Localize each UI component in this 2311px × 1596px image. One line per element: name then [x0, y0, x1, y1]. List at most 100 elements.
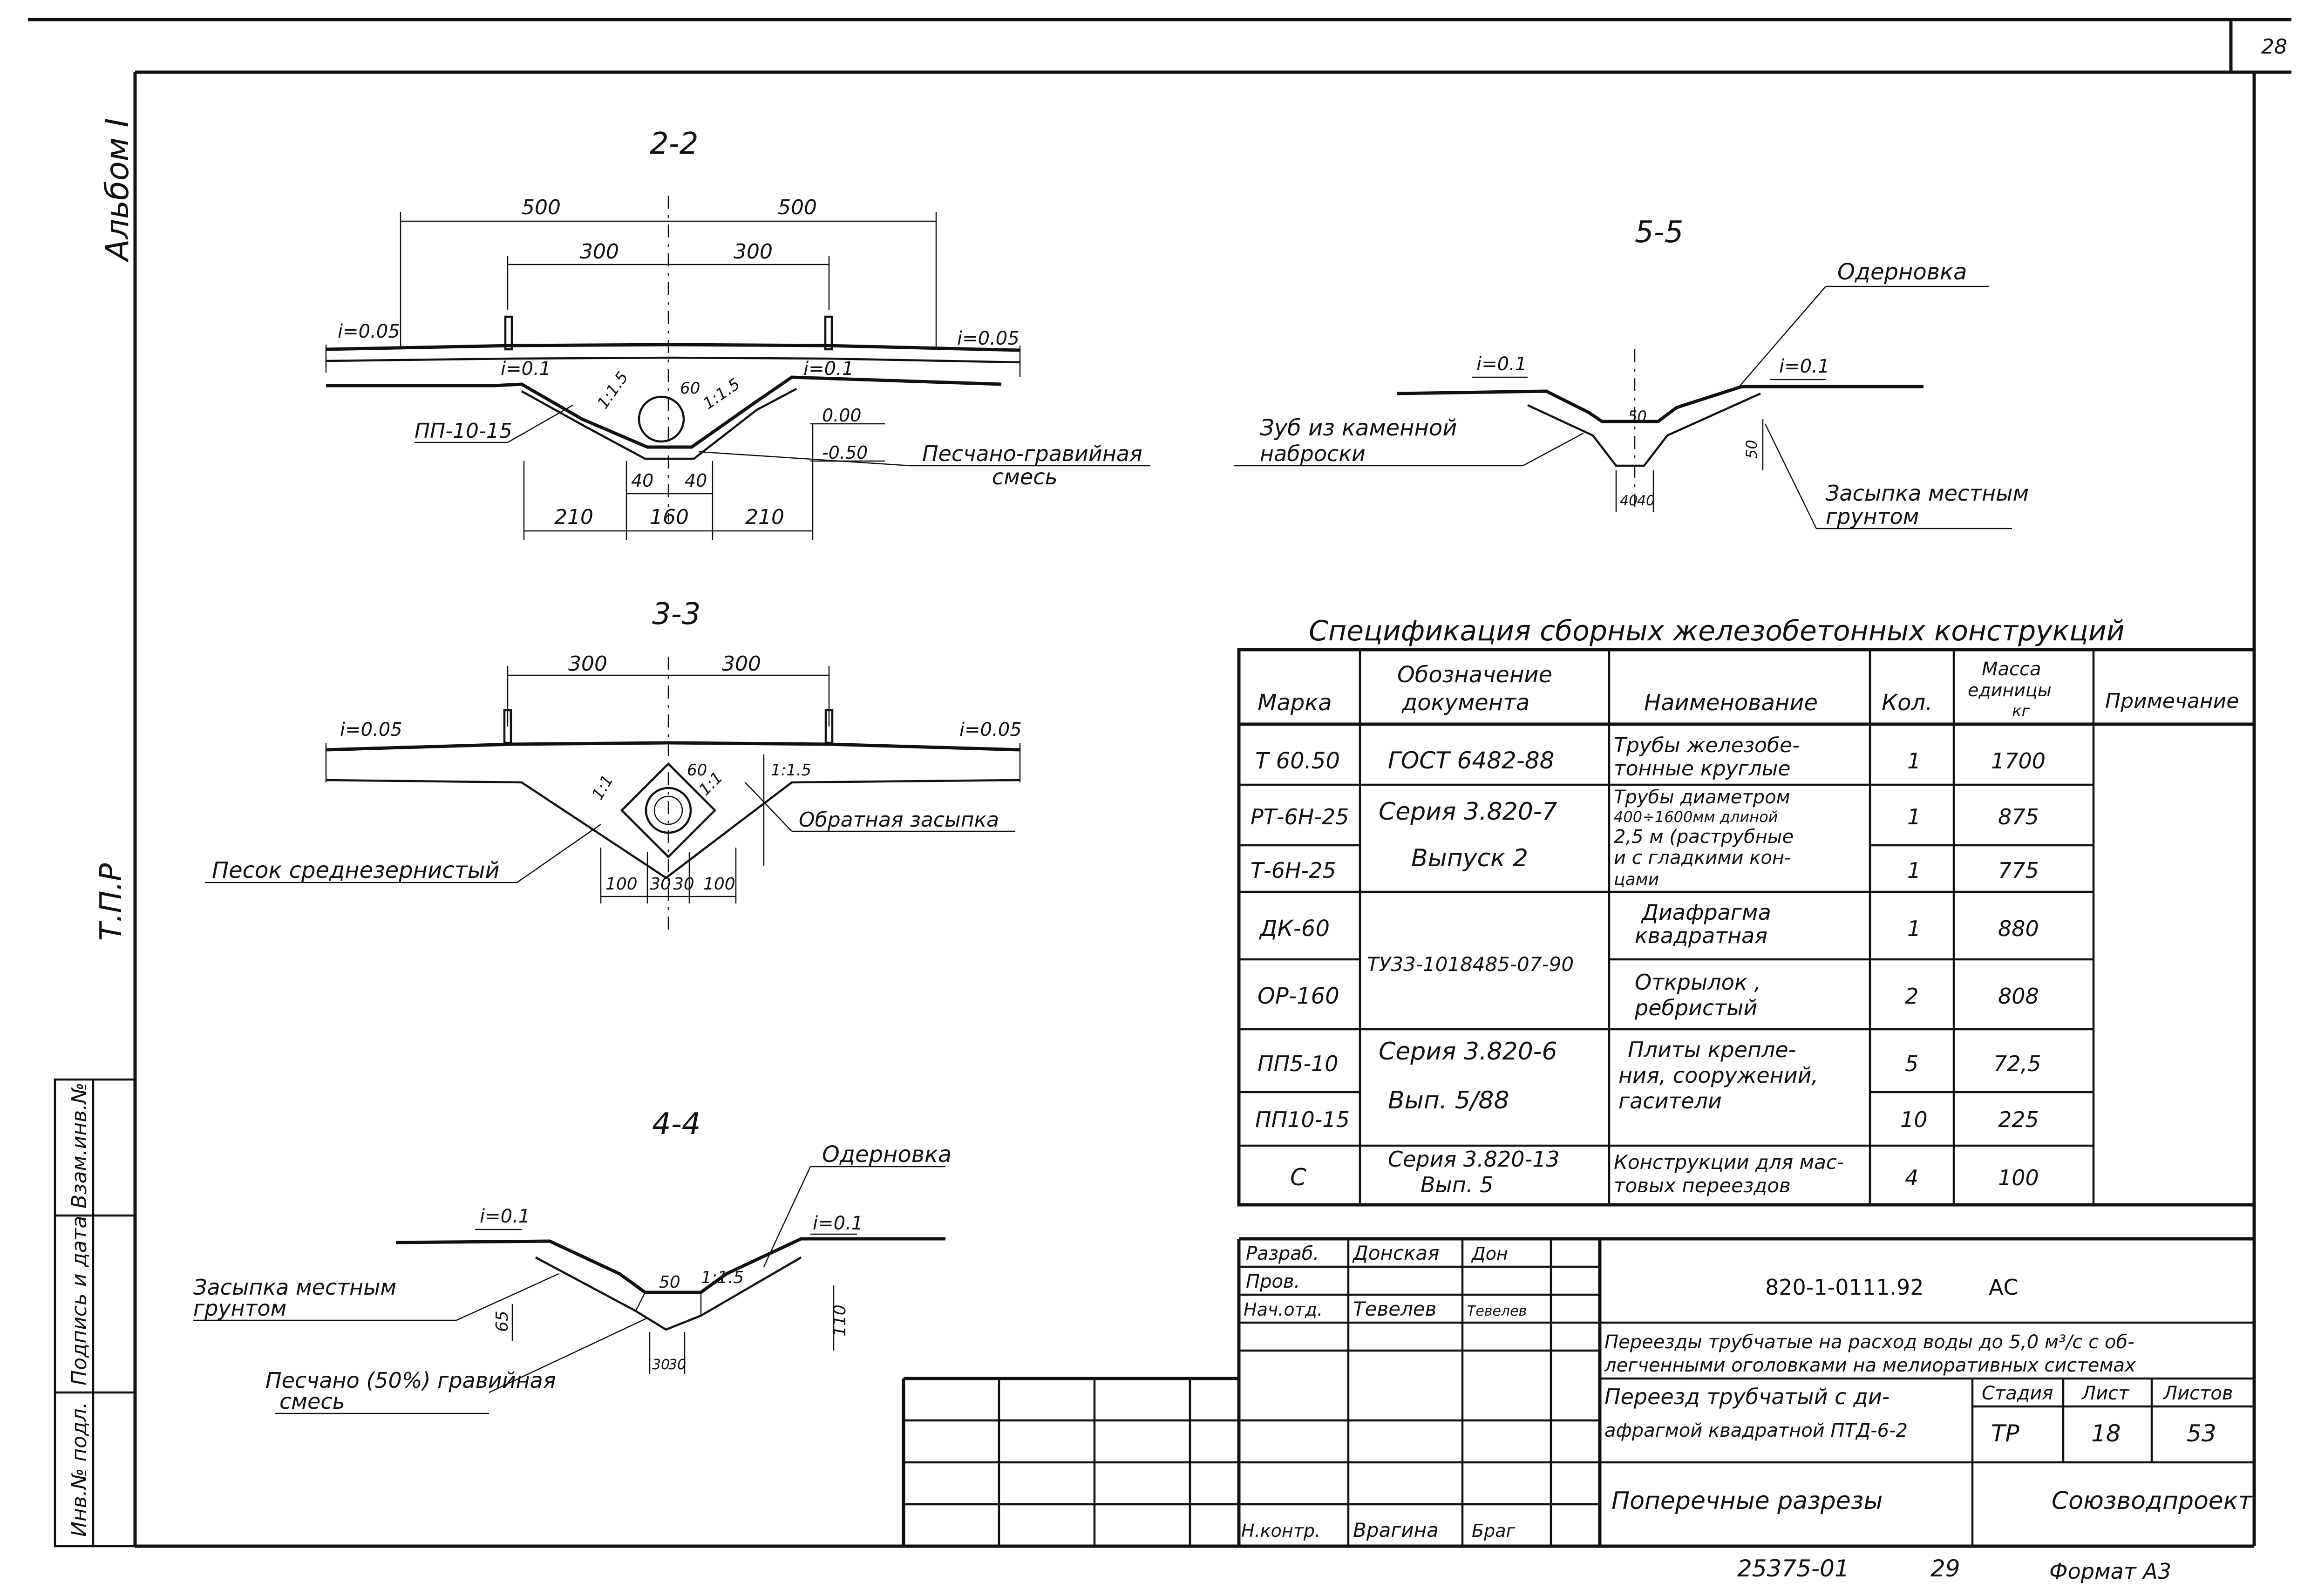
- sheet-title-2: афрагмой квадратной ПТД-6-2: [1604, 1420, 1908, 1441]
- name-5a: Плиты крепле-: [1628, 1037, 1796, 1062]
- footer-inventory: 25375-01: [1737, 1555, 1849, 1582]
- dim-300-right: 300: [734, 240, 773, 264]
- title-block: [902, 1237, 2254, 1546]
- project-title-1: Переезды трубчатые на расход воды до 5,0…: [1604, 1331, 2134, 1353]
- name-2c: 2,5 м (раструбные: [1614, 826, 1794, 848]
- row-3-mark: Т-6Н-25: [1251, 858, 1336, 883]
- name-developer: Донская: [1352, 1242, 1439, 1264]
- name-4b: ребристый: [1634, 995, 1757, 1020]
- section-3-3: 3-3 300 300 i=0.05 i=0.05 1:1 1:1 1:1.5 …: [205, 597, 1022, 931]
- spec-title: Спецификация сборных железобетонных конс…: [1309, 615, 2125, 647]
- sheet-number: 28: [2261, 35, 2287, 59]
- dim-50-side: 50: [1743, 440, 1760, 459]
- row-1-mark: Т 60.50: [1255, 748, 1340, 774]
- side-slope-right: 1:1.5: [700, 375, 743, 414]
- row-4-qty: 1: [1907, 916, 1921, 941]
- doc-5b: Вып. 5: [1421, 1172, 1493, 1197]
- sheet-title-1: Переезд трубчатый с ди-: [1604, 1384, 1890, 1409]
- section-2-2: 2-2 500 500 300 300 i=0.05 i=0.05 i=0.1 …: [325, 127, 1150, 540]
- sheet-frame: [28, 18, 2291, 1548]
- section-4-4: 4-4 i=0.1 i=0.1 1:1.5 50 65 110 30 30 Од…: [193, 1107, 952, 1414]
- side-slope: 1:1.5: [701, 1268, 744, 1287]
- slope-left: i=0.1: [480, 1206, 530, 1227]
- header-mass-1: Масса: [1982, 659, 2041, 680]
- side-stamp: [54, 1078, 136, 1548]
- side-stamp-replace: Взам.инв.№: [68, 1082, 91, 1209]
- row-8-mass: 100: [1998, 1165, 2039, 1190]
- name-2a: Трубы диаметром: [1614, 787, 1790, 808]
- name-3b: квадратная: [1635, 923, 1767, 948]
- row-2-qty: 1: [1907, 804, 1921, 829]
- role-dept-head: Нач.отд.: [1244, 1299, 1323, 1320]
- row-6-mark: ПП5-10: [1257, 1051, 1339, 1076]
- dim-40-right: 40: [685, 470, 707, 491]
- side-slope-left: 1:1: [588, 772, 617, 803]
- signature-developer: Дон: [1471, 1243, 1508, 1264]
- dim-100-right: 100: [703, 875, 735, 894]
- slope-inner-left: i=0.1: [501, 358, 551, 380]
- slope-right: i=0.1: [1779, 356, 1829, 377]
- name-6b: товых переездов: [1614, 1174, 1791, 1197]
- row-5-qty: 2: [1905, 984, 1918, 1009]
- doc-5a: Серия 3.820-13: [1388, 1147, 1560, 1172]
- dim-65: 65: [493, 1311, 512, 1332]
- row-8-qty: 4: [1905, 1165, 1918, 1190]
- label-sod: Одерновка: [822, 1141, 952, 1168]
- label-fill-1: Засыпка местным: [193, 1275, 396, 1300]
- dim-50: 50: [659, 1273, 680, 1292]
- doc-1: ГОСТ 6482-88: [1388, 747, 1554, 774]
- header-qty: Кол.: [1882, 690, 1932, 716]
- dim-100-left: 100: [605, 875, 638, 894]
- header-mass-2: единицы: [1968, 680, 2052, 700]
- row-7-mark: ПП10-15: [1255, 1107, 1350, 1132]
- name-5c: гасители: [1618, 1088, 1722, 1114]
- side-slope-left: 1:1.5: [594, 368, 632, 412]
- header-doc-1: Обозначение: [1397, 662, 1552, 688]
- header-note: Примечание: [2105, 689, 2239, 713]
- dim-30-left: 30: [650, 875, 671, 894]
- label-backfill: Обратная засыпка: [799, 808, 999, 832]
- project-title-2: легченными оголовками на мелиоративных с…: [1604, 1355, 2136, 1376]
- slope-left: i=0.05: [338, 321, 400, 342]
- footer-format: Формат А3: [2049, 1559, 2171, 1584]
- dim-210-right: 210: [745, 505, 784, 529]
- drawing-title: Поперечные разрезы: [1611, 1487, 1883, 1515]
- section-title: 3-3: [652, 597, 701, 632]
- name-norm-control: Врагина: [1353, 1519, 1439, 1542]
- label-tooth-2: наброски: [1260, 441, 1366, 466]
- label-sod: Одерновка: [1837, 259, 1967, 285]
- row-3-mass: 775: [1998, 858, 2039, 883]
- dim-30-right: 30: [673, 875, 694, 894]
- dim-30-left: 30: [652, 1357, 670, 1373]
- sheet-label: Лист: [2081, 1383, 2130, 1404]
- section-title: 2-2: [650, 127, 699, 161]
- row-3-qty: 1: [1907, 858, 1921, 883]
- sheets-label: Листов: [2162, 1383, 2233, 1404]
- stage-value: ТР: [1991, 1420, 2020, 1447]
- stage-label: Стадия: [1982, 1383, 2053, 1404]
- label-plate: ПП-10-15: [415, 419, 512, 443]
- elevation-top: 0.00: [822, 405, 862, 426]
- dim-30-right: 30: [668, 1357, 686, 1373]
- dim-160: 160: [650, 505, 689, 529]
- slope-right: i=0.05: [959, 719, 1022, 740]
- label-mix-2: смесь: [279, 1389, 345, 1414]
- dim-40-left: 40: [631, 470, 653, 491]
- row-5-mass: 808: [1998, 984, 2039, 1009]
- album-label: Альбом I: [99, 118, 136, 263]
- dim-300-left: 300: [580, 240, 619, 264]
- row-6-mass: 72,5: [1993, 1051, 2041, 1076]
- row-2-mark: РТ-6Н-25: [1251, 804, 1349, 829]
- name-2e: цами: [1614, 870, 1659, 889]
- role-norm-control: Н.контр.: [1241, 1521, 1320, 1541]
- name-2d: и с гладкими кон-: [1614, 847, 1791, 869]
- header-name: Наименование: [1644, 690, 1818, 716]
- doc-4a: Серия 3.820-6: [1379, 1038, 1557, 1066]
- row-7-qty: 10: [1900, 1107, 1928, 1132]
- slope-left: i=0.1: [1476, 353, 1527, 375]
- section-title: 5-5: [1635, 215, 1684, 250]
- name-6a: Конструкции для мас-: [1614, 1151, 1844, 1174]
- name-2b: 400÷1600мм длиной: [1614, 808, 1778, 826]
- name-4a: Открылок ,: [1635, 970, 1761, 995]
